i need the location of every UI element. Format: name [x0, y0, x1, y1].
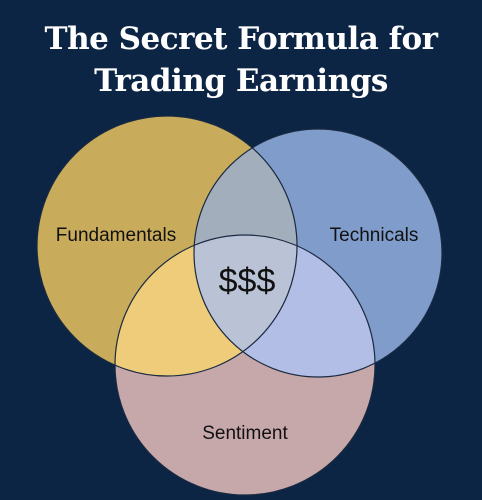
sentiment-label: Sentiment: [202, 423, 288, 444]
title-line-2: Trading Earnings: [94, 63, 388, 99]
fundamentals-label: Fundamentals: [56, 225, 176, 246]
center-label: $$$: [219, 262, 276, 300]
technicals-label: Technicals: [330, 225, 419, 246]
circle-outlines: [36, 115, 443, 496]
diagram-title: The Secret Formula for Trading Earnings: [0, 18, 482, 102]
title-line-1: The Secret Formula for: [44, 21, 438, 57]
